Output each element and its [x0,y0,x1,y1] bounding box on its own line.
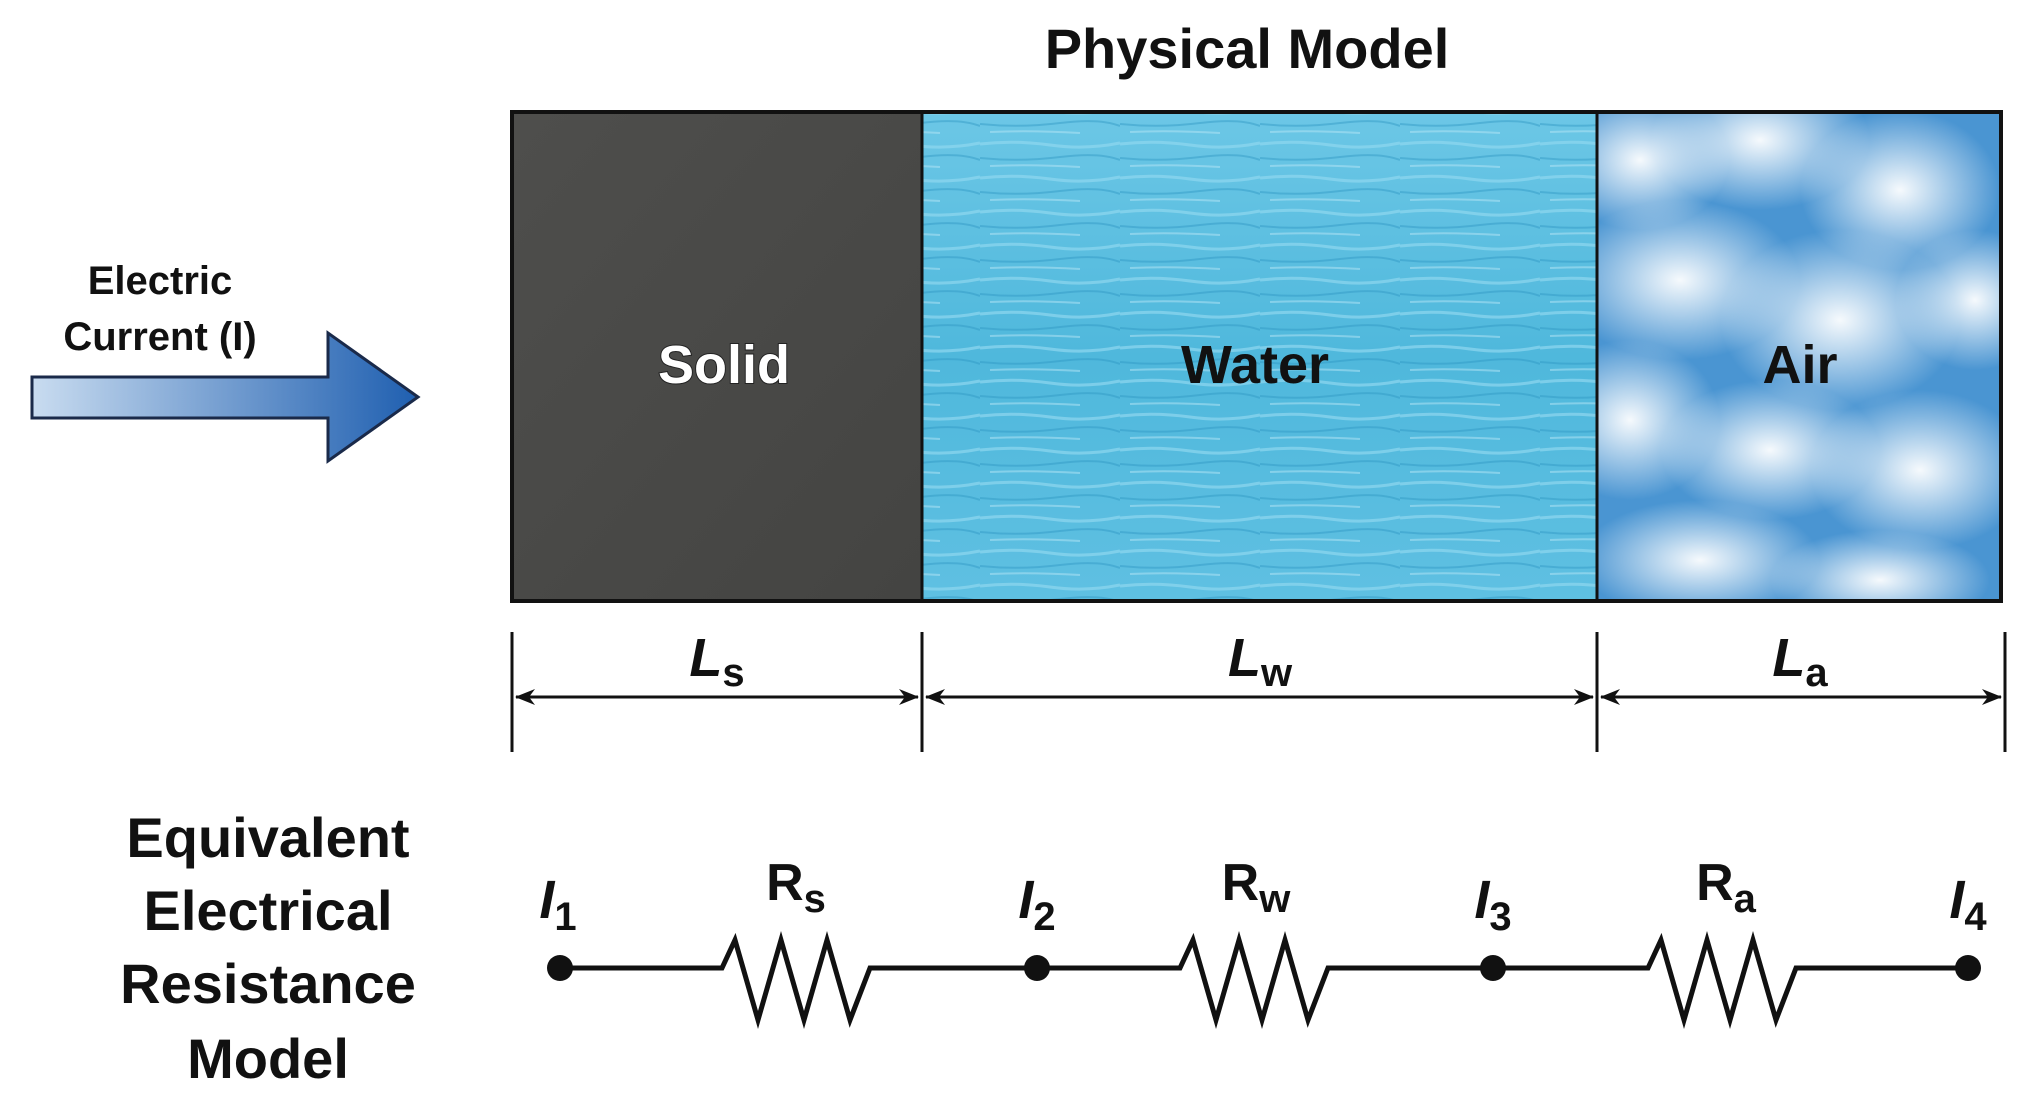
node-2 [1024,955,1050,981]
diagram-title: Physical Model [1045,17,1450,80]
layer-water-label: Water [1181,335,1329,395]
node-symbol: I [539,870,555,930]
resistor-s-label: Rs [766,854,826,921]
dim-label-air: La [1772,628,1828,695]
resistor-symbol: R [1222,854,1260,912]
node-subscript: 4 [1964,895,1987,939]
node-symbol: I [1018,870,1034,930]
dim-subscript: s [722,651,744,695]
node-3-label: I3 [1474,870,1511,939]
current-arrow-icon [30,330,421,464]
equivalent-line-3: Resistance [120,952,416,1015]
resistor-w-label: Rw [1222,854,1292,921]
resistor-s-wire [560,930,1037,1030]
dim-subscript: w [1260,651,1293,695]
dim-label-solid: Ls [689,628,744,695]
resistor-subscript: a [1734,877,1757,921]
node-4-label: I4 [1949,870,1987,939]
node-1-label: I1 [539,870,576,939]
physical-model: Solid Water Air [510,110,2003,603]
current-label-line2: Current (I) [63,315,256,359]
layer-air-label: Air [1762,335,1837,395]
current-label-line1: Electric [88,259,233,303]
node-4 [1955,955,1981,981]
node-subscript: 3 [1489,895,1511,939]
resistor-symbol: R [766,854,804,912]
node-subscript: 1 [554,895,576,939]
dimension-lines [510,632,2007,752]
resistor-subscript: s [804,877,826,921]
layer-solid [512,112,922,601]
node-1 [547,955,573,981]
node-symbol: I [1949,870,1965,930]
node-3 [1480,955,1506,981]
circuit-nodes [547,955,1981,981]
equivalent-model-label: Equivalent Electrical Resistance Model [120,806,416,1090]
dim-symbol: L [1228,628,1261,688]
equivalent-line-4: Model [187,1027,349,1090]
resistor-symbol: R [1696,854,1734,912]
node-subscript: 2 [1033,895,1055,939]
dim-symbol: L [1772,628,1805,688]
resistor-w-wire [1037,930,1493,1030]
air-clouds [1597,112,2001,601]
dim-subscript: a [1805,651,1828,695]
node-symbol: I [1474,870,1490,930]
physical-model-frame [510,110,2003,603]
node-2-label: I2 [1018,870,1055,939]
equivalent-line-1: Equivalent [126,806,409,869]
resistor-a-label: Ra [1696,854,1757,921]
resistor-a-wire [1493,930,1968,1030]
current-arrow-group: Electric Current (I) [30,259,421,464]
resistor-subscript: w [1258,877,1291,921]
layer-solid-label: Solid [658,335,790,395]
layer-water-texture [922,112,1597,601]
equivalent-line-2: Electrical [143,879,392,942]
dim-label-water: Lw [1228,628,1293,695]
dim-symbol: L [689,628,722,688]
circuit [560,930,1968,1030]
